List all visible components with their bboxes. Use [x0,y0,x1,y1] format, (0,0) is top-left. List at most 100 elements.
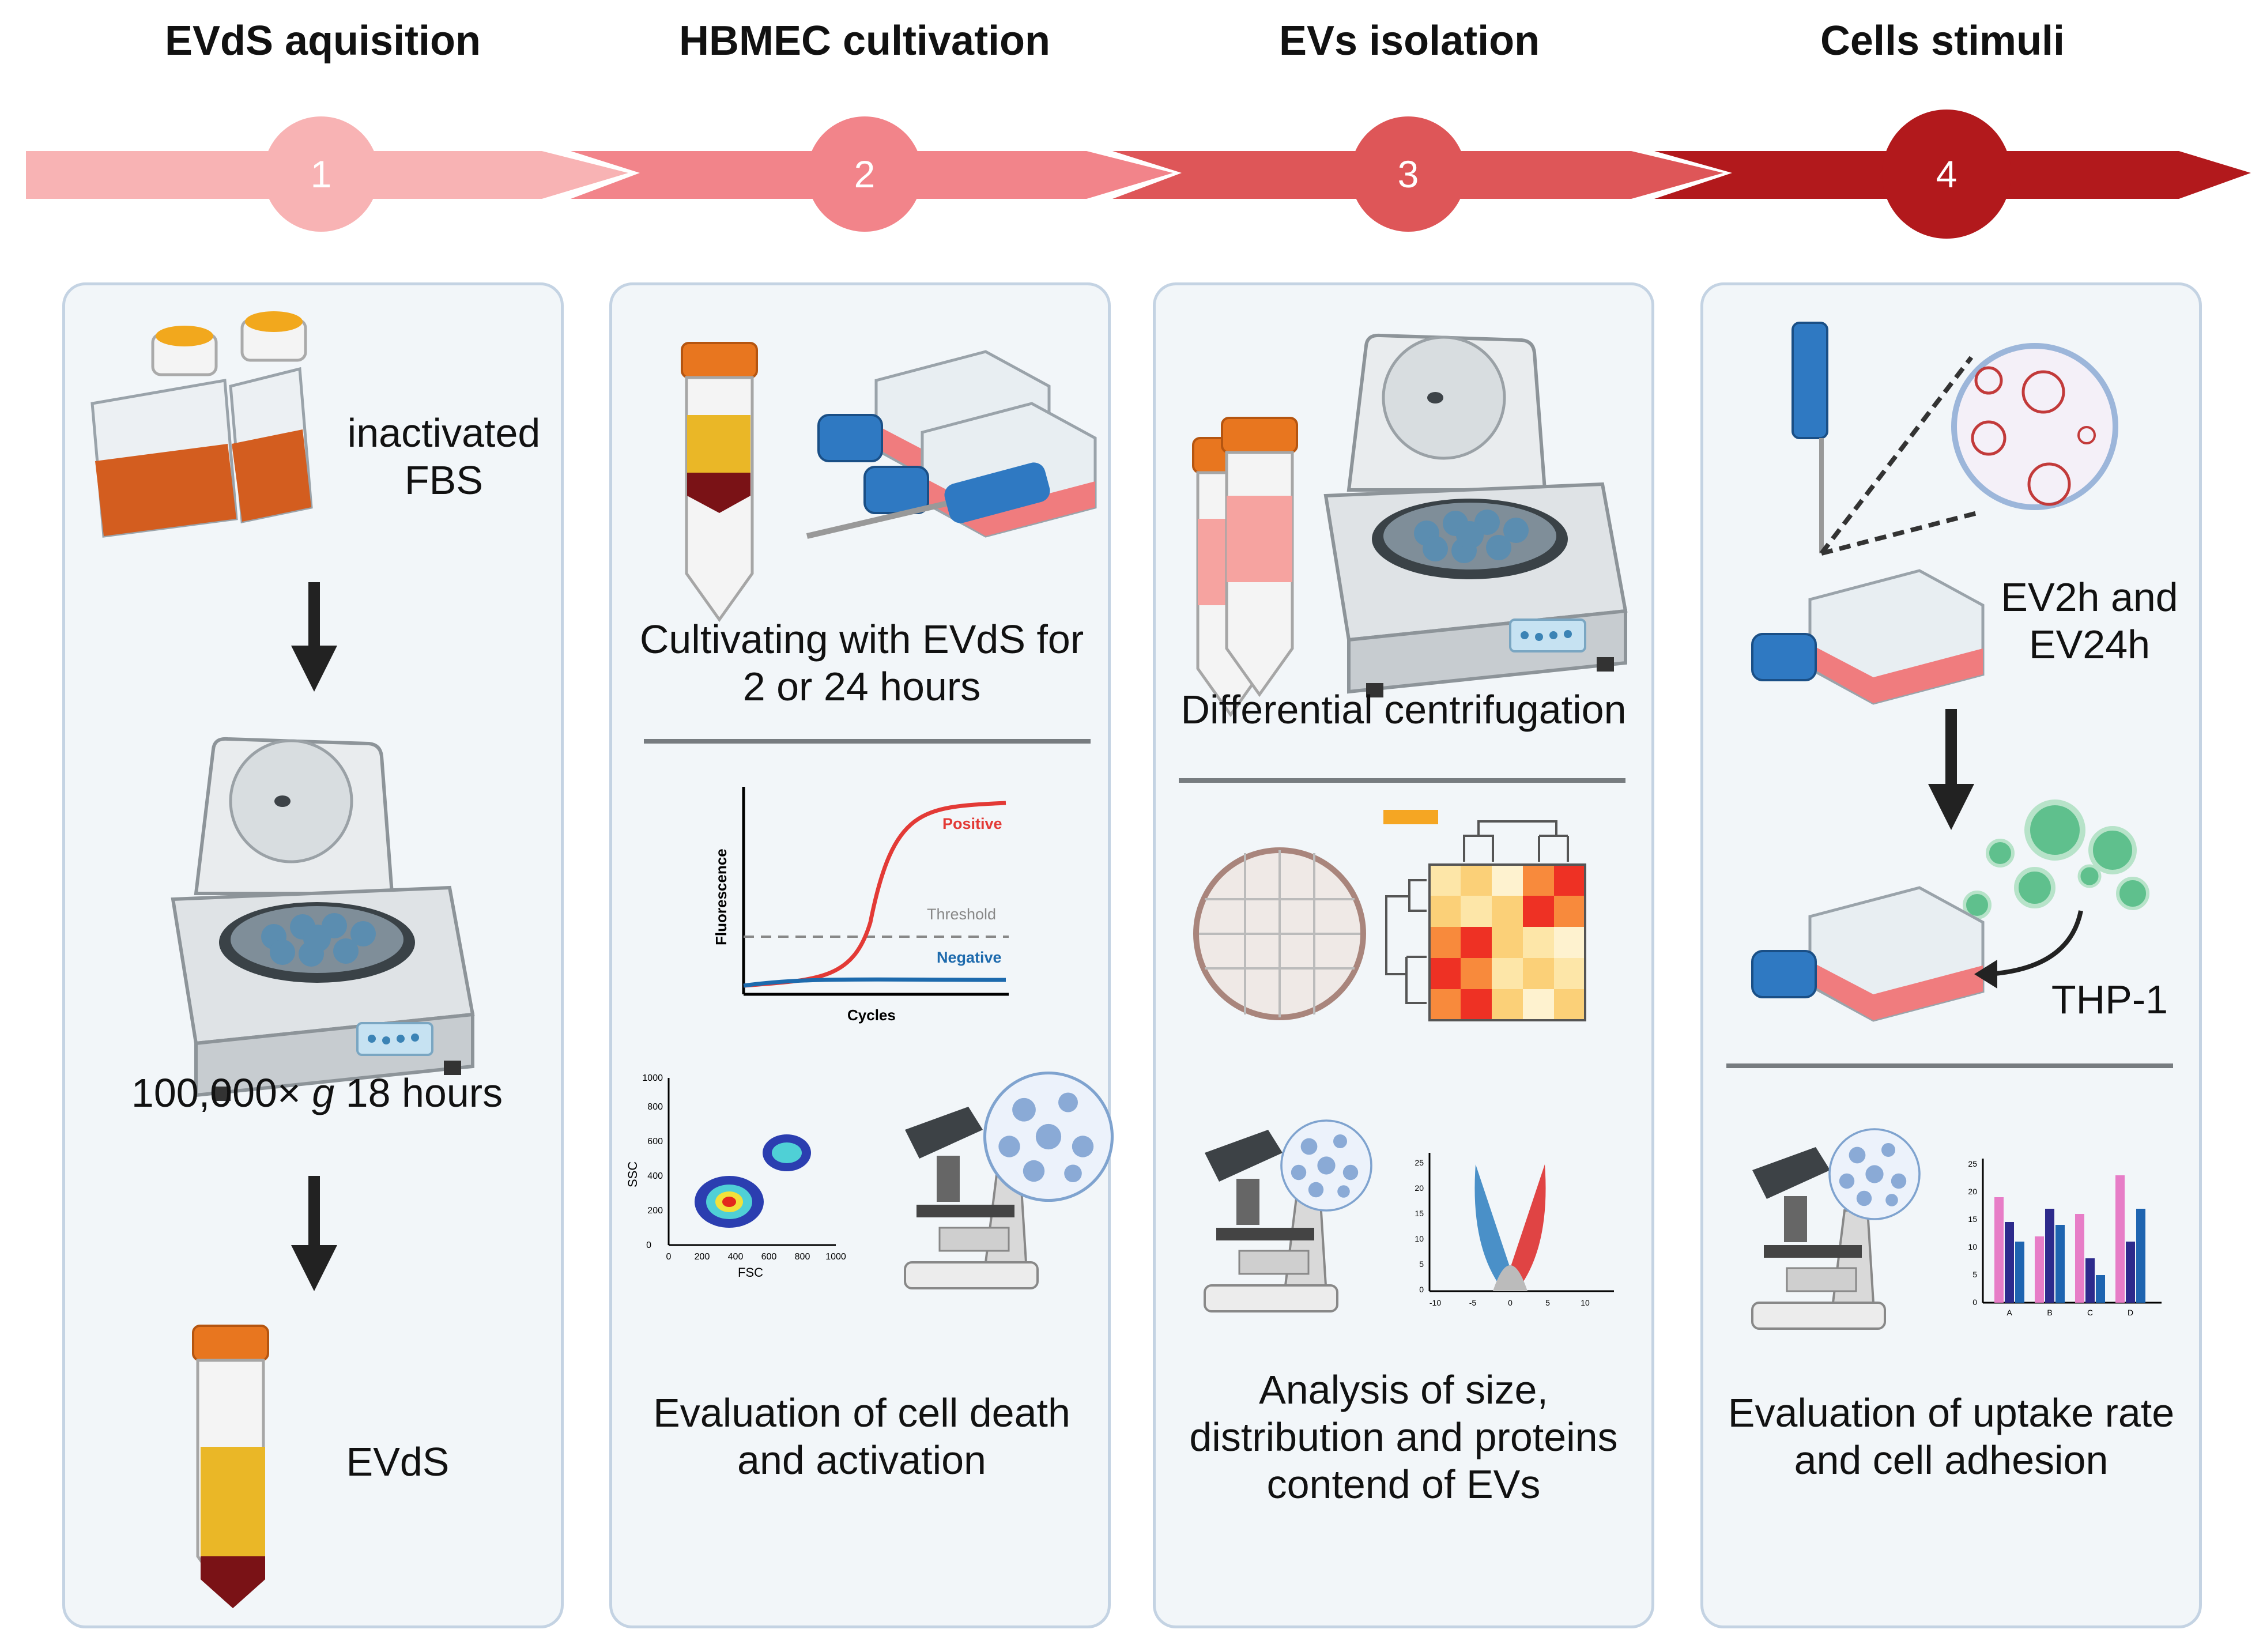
centrifuge-duration: 18 hours [334,1070,503,1115]
ev-label-line1: EV2h and [2001,575,2178,620]
pcr-positive-label: Positive [942,815,1002,832]
evds-tube-icon [193,1326,268,1608]
flow-ylabel: SSC [625,1161,640,1187]
step-2-title: HBMEC cultivation [678,18,1051,64]
volcano-ytick: 5 [1419,1259,1424,1269]
divider [1726,1063,2173,1068]
ev-label: EV2h and EV24h [1960,574,2219,668]
centrifuge-icon [173,739,473,1101]
fbs-label: inactivated FBS [329,409,559,504]
pcr-negative-label: Negative [937,949,1002,966]
cell-death-label: Evaluation of cell death and activation [623,1389,1101,1484]
flow-xtick: 400 [728,1252,744,1262]
cultivation-label-line2: 2 or 24 hours [742,664,981,709]
evds-label: EVdS [346,1439,450,1484]
cultivation-label: Cultivating with EVdS for 2 or 24 hours [623,616,1101,710]
bar-ytick: 25 [1968,1159,1977,1168]
pcr-ylabel: Fluorescence [712,848,730,945]
fbs-bottles [90,311,313,538]
pcr-threshold-label: Threshold [927,906,996,923]
bar-chart: 0 5 10 15 20 25 A B C D [1968,1159,2162,1317]
analysis-label-line3: contend of EVs [1266,1462,1541,1507]
flow-ytick: 400 [647,1171,663,1181]
flow-xlabel: FSC [738,1265,763,1280]
volcano-xtick: 5 [1545,1298,1550,1307]
fbs-label-line2: FBS [404,458,484,503]
step-1-circle [263,116,379,232]
step-3-circle [1351,116,1466,232]
curved-arrow-icon [1974,910,2083,989]
bar-category: A [2006,1308,2012,1317]
analysis-label: Analysis of size, distribution and prote… [1159,1366,1649,1508]
step-3-number: 3 [1398,153,1419,195]
bar-ytick: 0 [1972,1298,1977,1307]
fbs-label-line1: inactivated [347,410,541,455]
flow-xtick: 0 [666,1252,672,1262]
flow-xtick: 200 [695,1252,710,1262]
flow-ytick: 0 [646,1240,651,1250]
volcano-ytick: 0 [1419,1285,1424,1294]
down-arrow-icon [291,1176,337,1291]
volcano-ytick: 15 [1415,1209,1424,1218]
bar-category: C [2087,1308,2093,1317]
step-3-title: EVs isolation [1278,18,1540,64]
tubes-icon [1193,418,1297,715]
bar-ytick: 10 [1968,1242,1977,1251]
volcano-xtick: 10 [1581,1298,1590,1307]
down-arrow-icon [1928,709,1974,830]
step-4-circle [1882,110,2011,239]
flow-ytick: 600 [647,1137,663,1146]
flow-ytick: 200 [647,1206,663,1216]
centrifuge-g-symbol: g [312,1070,335,1115]
cell-death-label-line1: Evaluation of cell death [653,1390,1070,1435]
flask-icon [1752,571,1983,703]
cultivation-label-line1: Cultivating with EVdS for [639,617,1084,662]
volcano-plot: 0 5 10 15 20 25 -10 -5 0 5 10 [1415,1153,1614,1307]
bar-ytick: 15 [1968,1215,1977,1224]
step-2-number: 2 [854,153,876,195]
step-2-circle [807,116,922,232]
bar-ytick: 20 [1968,1187,1977,1196]
cells-magnified-icon [985,1073,1112,1201]
tube-icon [682,343,757,620]
flow-plot: SSC FSC 0 200 400 600 800 1000 0 200 400… [625,1073,846,1280]
analysis-label-line2: distribution and proteins [1189,1415,1618,1459]
divider [644,739,1091,744]
step-1-title: EVdS aquisition [164,18,481,64]
ev-label-line2: EV24h [2028,622,2151,667]
divider [1179,778,1625,783]
volcano-ytick: 10 [1415,1234,1424,1243]
heatmap [1383,810,1586,1021]
volcano-xtick: 0 [1508,1298,1513,1307]
down-arrow-icon [291,582,337,692]
uptake-label: Evaluation of uptake rate and cell adhes… [1706,1389,2196,1484]
volcano-ytick: 25 [1415,1158,1424,1167]
uptake-label-line2: and cell adhesion [1794,1438,2109,1483]
bar-ytick: 5 [1972,1270,1977,1279]
bar-category: B [2047,1308,2052,1317]
volcano-xtick: -5 [1469,1298,1477,1307]
volcano-ytick: 20 [1415,1183,1424,1193]
step-4-number: 4 [1936,153,1958,195]
timeline: 1 2 3 4 [26,110,2251,239]
centrifuge-speed-label: 100,000× g 18 hours [81,1069,553,1117]
centrifugation-label: Differential centrifugation [1180,687,1627,732]
analysis-label-line1: Analysis of size, [1259,1367,1548,1412]
pcr-xlabel: Cycles [847,1006,896,1024]
centrifuge-speed-value: 100,000× [131,1070,312,1115]
bar-category: D [2128,1308,2133,1317]
flask-icon [1752,888,1983,1020]
flow-ytick: 1000 [642,1073,663,1083]
pcr-chart: Positive Threshold Negative Fluorescence… [712,787,1009,1024]
pipette-icon [1791,322,1828,553]
cell-death-label-line2: and activation [737,1438,986,1483]
step-4-title: Cells stimuli [1820,18,2065,64]
uptake-label-line1: Evaluation of uptake rate [1728,1390,2175,1435]
thp1-label: THP-1 [2051,977,2168,1022]
flow-xtick: 600 [761,1252,777,1262]
step-1-number: 1 [311,153,332,195]
flow-ytick: 800 [647,1102,663,1112]
ev-magnified-icon [1819,343,2118,556]
flow-xtick: 1000 [825,1252,846,1262]
